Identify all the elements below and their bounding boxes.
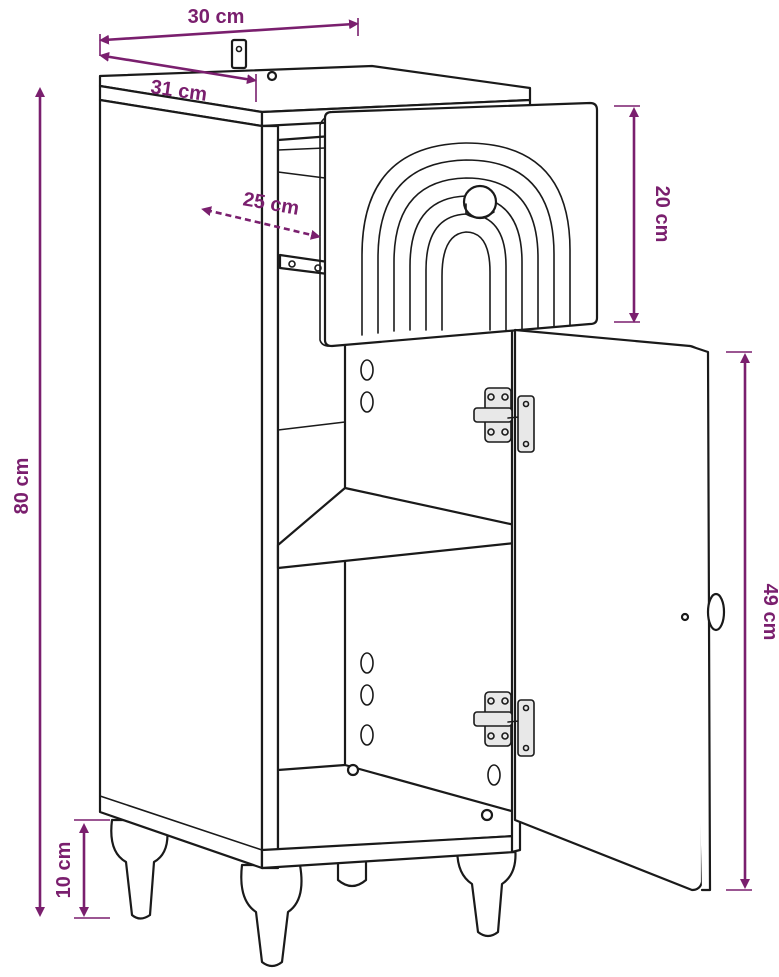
dimension-label-leg-height: 10 cm: [53, 842, 75, 899]
dimension-width-top: 30 cm: [99, 6, 359, 56]
dimension-drawer-height: 20 cm: [614, 105, 673, 323]
dimension-label-drawer-height: 20 cm: [651, 186, 673, 243]
leg-front-right: [456, 838, 517, 938]
hinge-upper: [473, 387, 535, 453]
dimension-label-width: 30 cm: [188, 6, 245, 28]
dimension-door-height: 49 cm: [726, 351, 779, 891]
leg-back-right: [336, 858, 368, 888]
cabinet-front-frame: [260, 124, 280, 870]
leg-front-left: [110, 818, 169, 920]
cabinet-interior: [260, 133, 517, 870]
leg-front-middle: [240, 863, 303, 968]
dimension-leg-height: 10 cm: [53, 819, 110, 919]
cabinet-left-side: [98, 98, 264, 870]
dimension-label-total-height: 80 cm: [11, 458, 33, 515]
cabinet-door: [513, 328, 726, 892]
hinge-lower: [473, 691, 535, 757]
drawer-front: [319, 101, 599, 348]
dimension-total-height: 80 cm: [11, 87, 45, 917]
dimension-label-door-height: 49 cm: [759, 584, 779, 641]
